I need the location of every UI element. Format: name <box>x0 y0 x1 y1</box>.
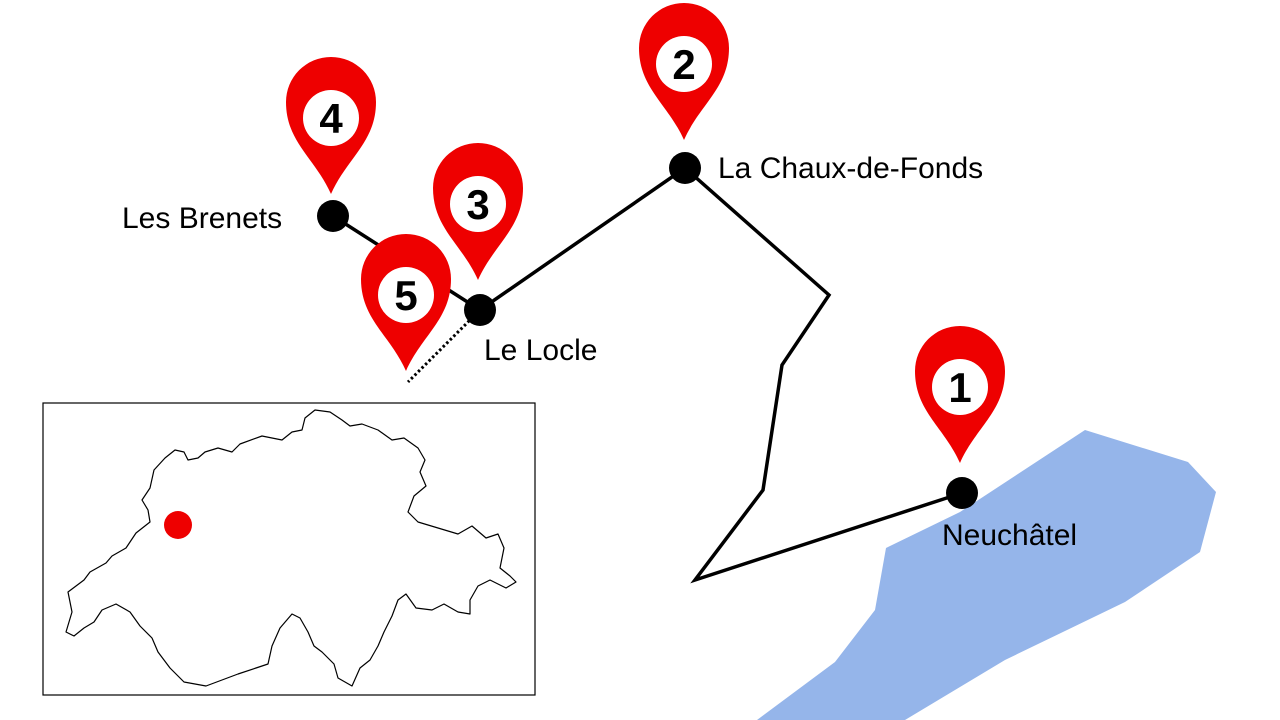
label-la-chaux-de-fonds: La Chaux-de-Fonds <box>718 152 983 185</box>
pin-number-5: 5 <box>394 272 417 319</box>
switzerland-outline <box>65 409 517 687</box>
map-pin-icon-3[interactable]: 3 <box>433 143 523 280</box>
pin-number-2: 2 <box>672 41 695 88</box>
stop-dot-la-chaux-de-fonds <box>669 152 701 184</box>
route-dotted-segment <box>406 308 482 384</box>
map-pin-icon-2[interactable]: 2 <box>639 3 729 140</box>
map-pin-icon-1[interactable]: 1 <box>915 326 1005 463</box>
pin-number-3: 3 <box>466 181 489 228</box>
stop-dot-les-brenets <box>317 200 349 232</box>
inset-map <box>42 402 536 696</box>
stop-dot-le-locle <box>464 294 496 326</box>
label-le-locle: Le Locle <box>484 334 597 367</box>
label-les-brenets: Les Brenets <box>122 202 282 235</box>
inset-location-dot <box>164 511 192 539</box>
map-pin-icon-5[interactable]: 5 <box>361 234 451 371</box>
pin-number-1: 1 <box>948 364 971 411</box>
stop-dot-neuchatel <box>946 477 978 509</box>
lake-neuchatel <box>757 430 1216 720</box>
route-line <box>332 165 963 584</box>
map-pin-icon-4[interactable]: 4 <box>286 57 376 194</box>
pin-number-4: 4 <box>319 95 343 142</box>
inset-frame <box>42 402 536 696</box>
label-neuchatel: Neuchâtel <box>942 519 1077 552</box>
